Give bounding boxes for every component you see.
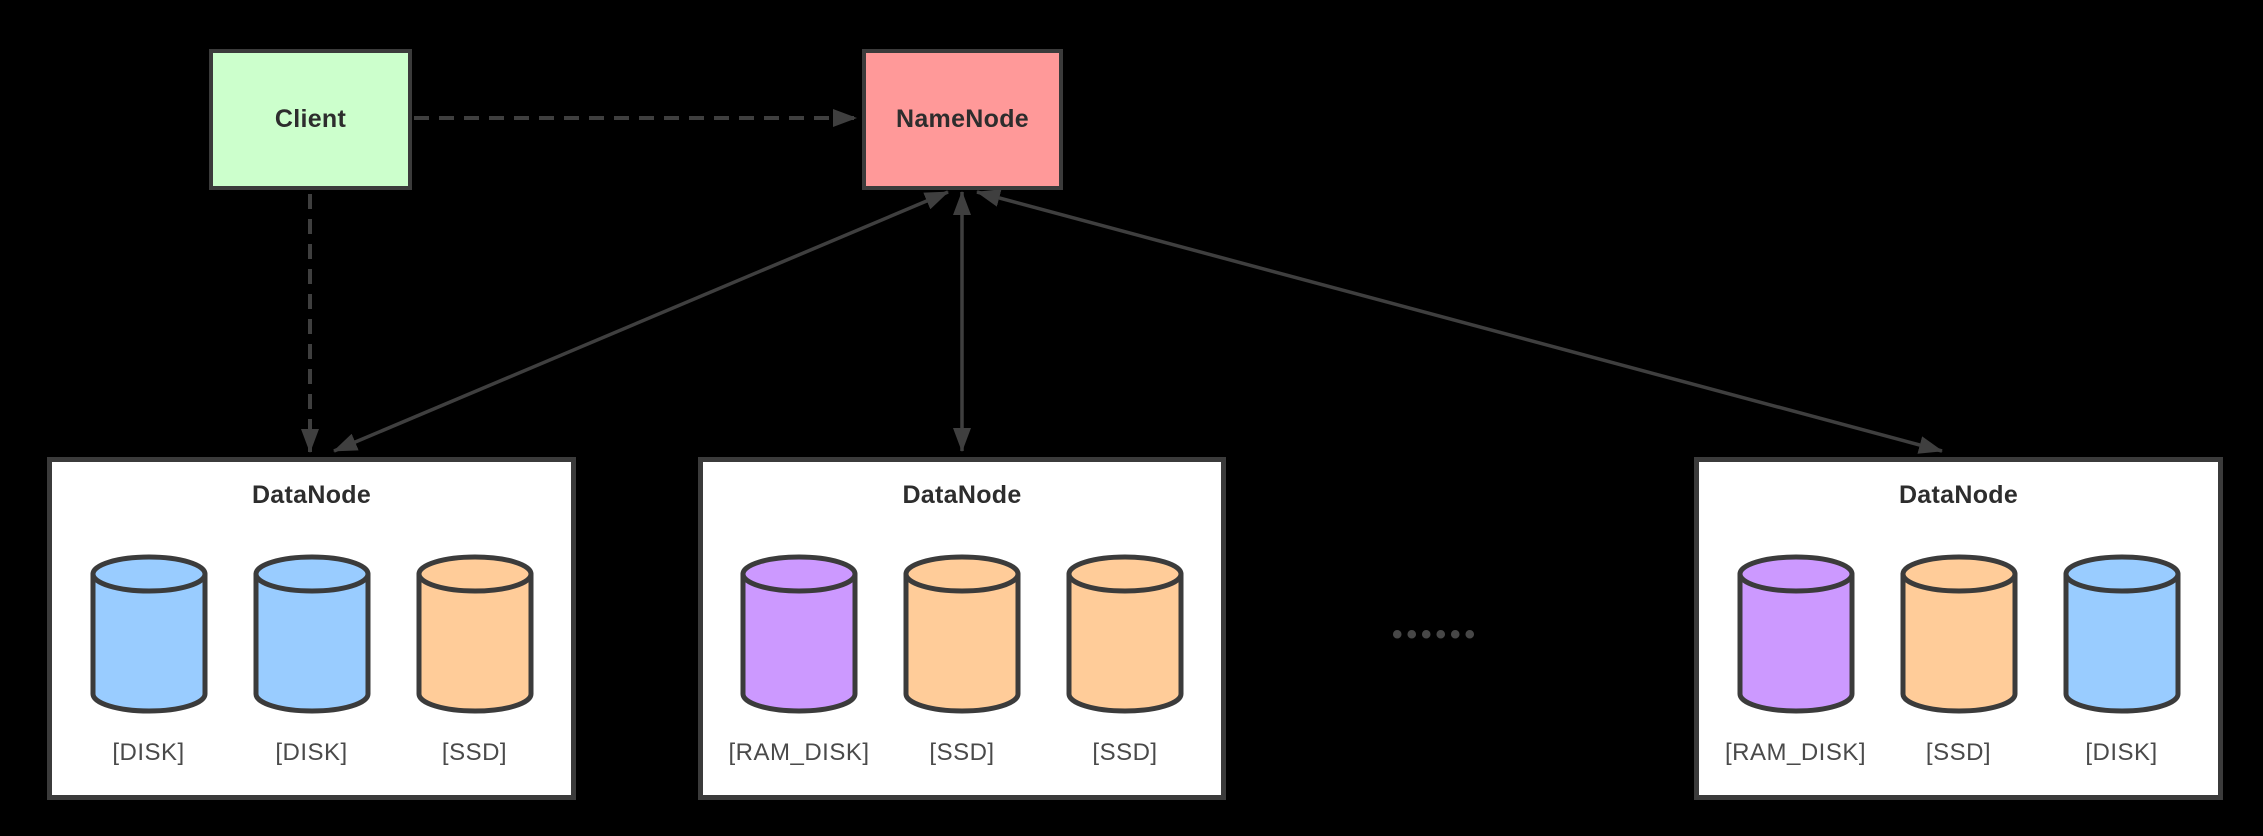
datanode-1-disk-row: [DISK] [DISK] [SSD] xyxy=(67,552,556,767)
disk-type-label: [DISK] xyxy=(275,739,348,766)
disk-type-label: [SSD] xyxy=(1092,739,1158,766)
ssd-cylinder-icon xyxy=(903,554,1021,714)
datanode-1-title: DataNode xyxy=(251,481,372,509)
datanode-3-disk-row: [RAM_DISK] [SSD] [DISK] xyxy=(1714,552,2203,767)
datanode-3: DataNode [RAM_DISK] [SSD] xyxy=(1694,457,2223,800)
datanode-2: DataNode [RAM_DISK] [SSD] xyxy=(698,457,1226,800)
namenode-node: NameNode xyxy=(862,49,1063,190)
namenode-label: NameNode xyxy=(896,105,1029,133)
disk-cylinder-icon xyxy=(90,554,207,714)
datanode-2-disk-3: [SSD] xyxy=(1044,552,1207,767)
disk-cylinder-icon xyxy=(253,554,370,714)
ssd-cylinder-icon xyxy=(1900,554,2017,714)
disk-type-label: [RAM_DISK] xyxy=(728,739,870,766)
disk-type-label: [RAM_DISK] xyxy=(1724,739,1867,766)
datanode-1-disk-3: [SSD] xyxy=(393,552,556,767)
client-node: Client xyxy=(209,49,412,190)
datanode-3-disk-1: [RAM_DISK] xyxy=(1714,552,1877,767)
ssd-cylinder-icon xyxy=(1066,554,1184,714)
disk-type-label: [DISK] xyxy=(112,739,185,766)
ssd-cylinder-icon xyxy=(416,554,533,714)
datanode-2-disk-row: [RAM_DISK] [SSD] [SSD] xyxy=(718,552,1207,767)
datanode-3-disk-2: [SSD] xyxy=(1877,552,2040,767)
datanode-1-disk-2: [DISK] xyxy=(230,552,393,767)
disk-type-label: [SSD] xyxy=(441,739,508,766)
datanode-2-disk-1: [RAM_DISK] xyxy=(718,552,881,767)
datanode-3-disk-3: [DISK] xyxy=(2040,552,2203,767)
edge-namenode-datanode3 xyxy=(976,189,1943,454)
datanode-1: DataNode [DISK] [DISK] xyxy=(47,457,576,800)
disk-type-label: [DISK] xyxy=(2085,739,2158,766)
client-label: Client xyxy=(274,105,347,133)
ram-disk-cylinder-icon xyxy=(740,554,858,714)
disk-type-label: [SSD] xyxy=(1925,739,1992,766)
disk-cylinder-icon xyxy=(2063,554,2180,714)
more-datanodes-ellipsis: •••••• xyxy=(1392,618,1480,651)
datanode-1-disk-1: [DISK] xyxy=(67,552,230,767)
ram-disk-cylinder-icon xyxy=(1737,554,1854,714)
datanode-2-disk-2: [SSD] xyxy=(881,552,1044,767)
datanode-2-title: DataNode xyxy=(902,481,1022,509)
disk-type-label: [SSD] xyxy=(929,739,995,766)
edge-namenode-datanode1 xyxy=(333,190,949,453)
datanode-3-title: DataNode xyxy=(1898,481,2019,509)
